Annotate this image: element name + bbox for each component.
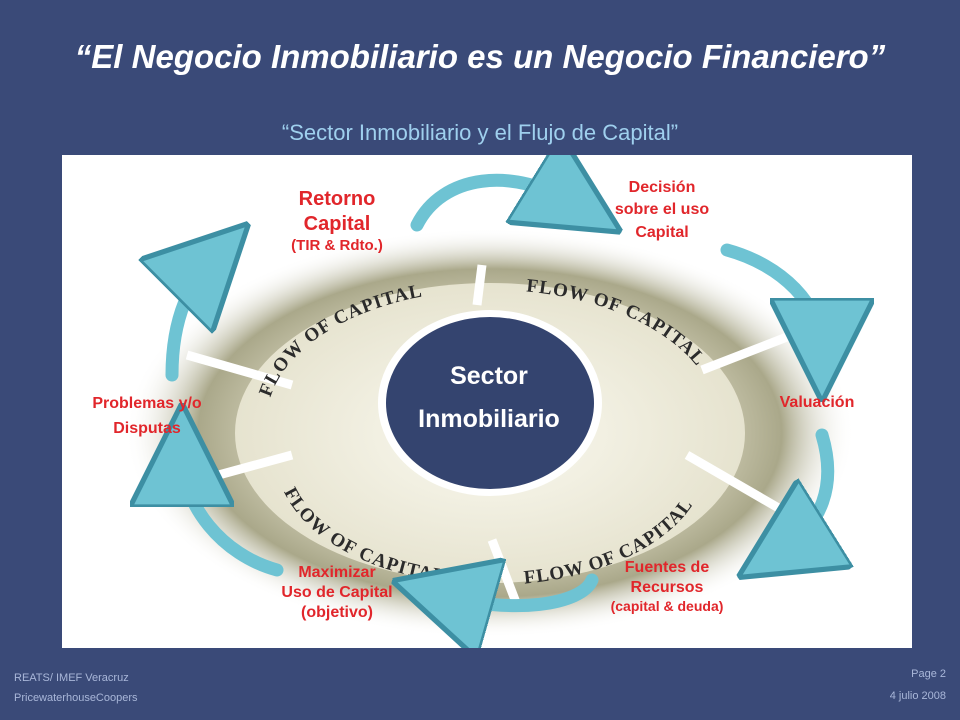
retorno-line3: (TIR & Rdto.) <box>291 237 383 254</box>
arrow-fuentes-to-maximizar <box>442 580 599 606</box>
flow-of-capital-diagram: FLOW OF CAPITAL FLOW OF CAPITAL FLOW OF … <box>125 155 912 648</box>
arrow-maximizar-to-problemas <box>182 455 284 577</box>
fuentes-line3: (capital & deuda) <box>610 598 724 614</box>
node-fuentes: Fuentes de Recursos (capital & deuda) <box>572 558 762 616</box>
retorno-line1: Retorno <box>298 188 376 210</box>
footer-left-2: PricewaterhouseCoopers <box>14 692 138 704</box>
maximizar-line2: Uso de Capital <box>281 584 393 601</box>
arrow-problemas-to-retorno <box>172 260 212 382</box>
retorno-line2: Capital <box>303 213 371 235</box>
arrow-retorno-to-decision <box>410 180 577 225</box>
page-subtitle: “Sector Inmobiliario y el Flujo de Capit… <box>281 120 679 145</box>
node-problemas: Problemas y/o Disputas <box>62 392 232 442</box>
node-valuacion: Valuación <box>757 393 877 413</box>
arrow-decision-to-valuacion <box>720 243 822 350</box>
maximizar-line3: (objetivo) <box>301 604 373 621</box>
fuentes-line1: Fuentes de <box>624 559 710 576</box>
flow-arrows <box>172 180 828 605</box>
fuentes-line2: Recursos <box>630 579 704 596</box>
center-line2: Inmobiliario <box>418 405 560 433</box>
page-title: “El Negocio Inmobiliario es un Negocio F… <box>74 38 886 75</box>
maximizar-line1: Maximizar <box>298 564 376 581</box>
decision-line1: Decisión <box>628 179 696 196</box>
problemas-line2: Disputas <box>113 419 181 437</box>
node-maximizar: Maximizar Uso de Capital (objetivo) <box>242 563 432 623</box>
problemas-line1: Problemas y/o <box>92 395 202 412</box>
diagram-panel: FLOW OF CAPITAL FLOW OF CAPITAL FLOW OF … <box>62 155 912 648</box>
footer-left-1: REATS/ IMEF Veracruz <box>14 672 129 684</box>
center-circle <box>386 317 594 489</box>
decision-line2: sobre el uso <box>614 201 710 219</box>
decision-line3: Capital <box>635 223 689 241</box>
center-label: Sector Inmobiliario <box>380 312 598 492</box>
node-retorno: Retorno Capital (TIR & Rdto.) <box>257 187 417 256</box>
center-line1: Sector <box>450 362 528 390</box>
footer-date: 4 julio 2008 <box>889 690 946 702</box>
node-decision: Decisión sobre el uso Capital <box>572 177 752 244</box>
arrow-valuacion-to-fuentes <box>782 428 828 550</box>
footer-page: Page 2 <box>911 668 946 680</box>
valuacion-line1: Valuación <box>779 394 855 411</box>
